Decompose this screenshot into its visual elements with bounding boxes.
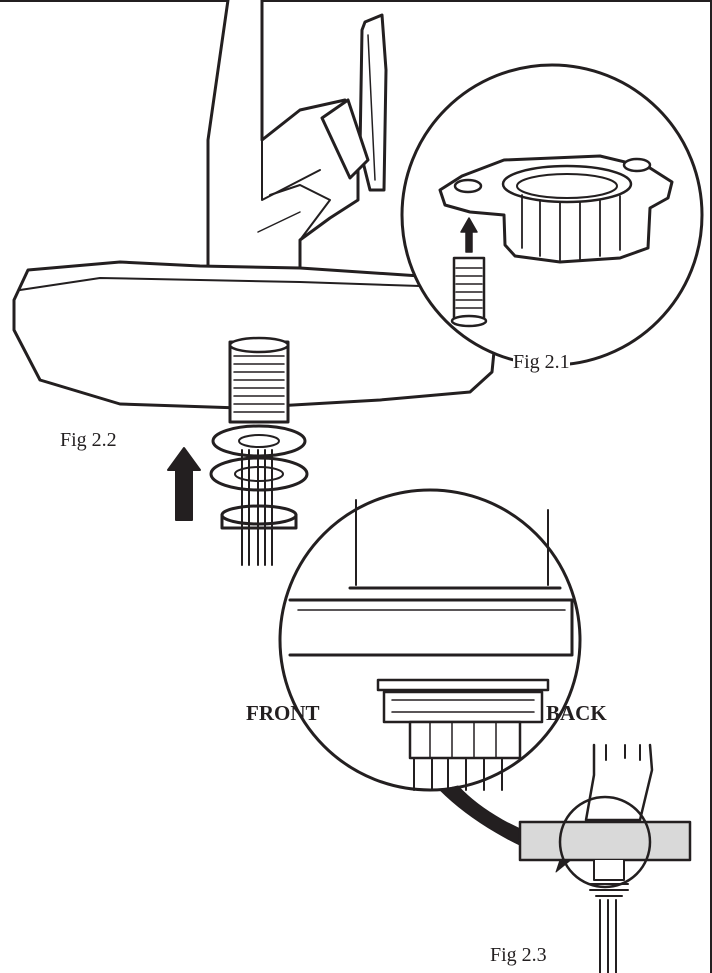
figure-2-3-label: Fig 2.3 bbox=[490, 944, 547, 966]
faucet-handle bbox=[320, 13, 388, 192]
detail-section-inside bbox=[288, 499, 574, 791]
countertop-slab bbox=[12, 260, 502, 410]
small-faucet-detail bbox=[518, 743, 692, 973]
stud-up-arrow-icon bbox=[460, 217, 478, 253]
up-arrow-icon bbox=[167, 447, 201, 521]
figure-2-2-label: Fig 2.2 bbox=[60, 429, 117, 451]
figure-2-1-label: Fig 2.1 bbox=[513, 351, 570, 373]
back-label: BACK bbox=[546, 701, 607, 725]
mounting-stud bbox=[450, 256, 488, 328]
faucet-illustration bbox=[206, 0, 360, 270]
supply-hoses bbox=[241, 449, 273, 566]
mounting-bracket bbox=[438, 154, 674, 264]
front-label: FRONT bbox=[246, 701, 320, 725]
mounting-shank bbox=[228, 336, 290, 424]
